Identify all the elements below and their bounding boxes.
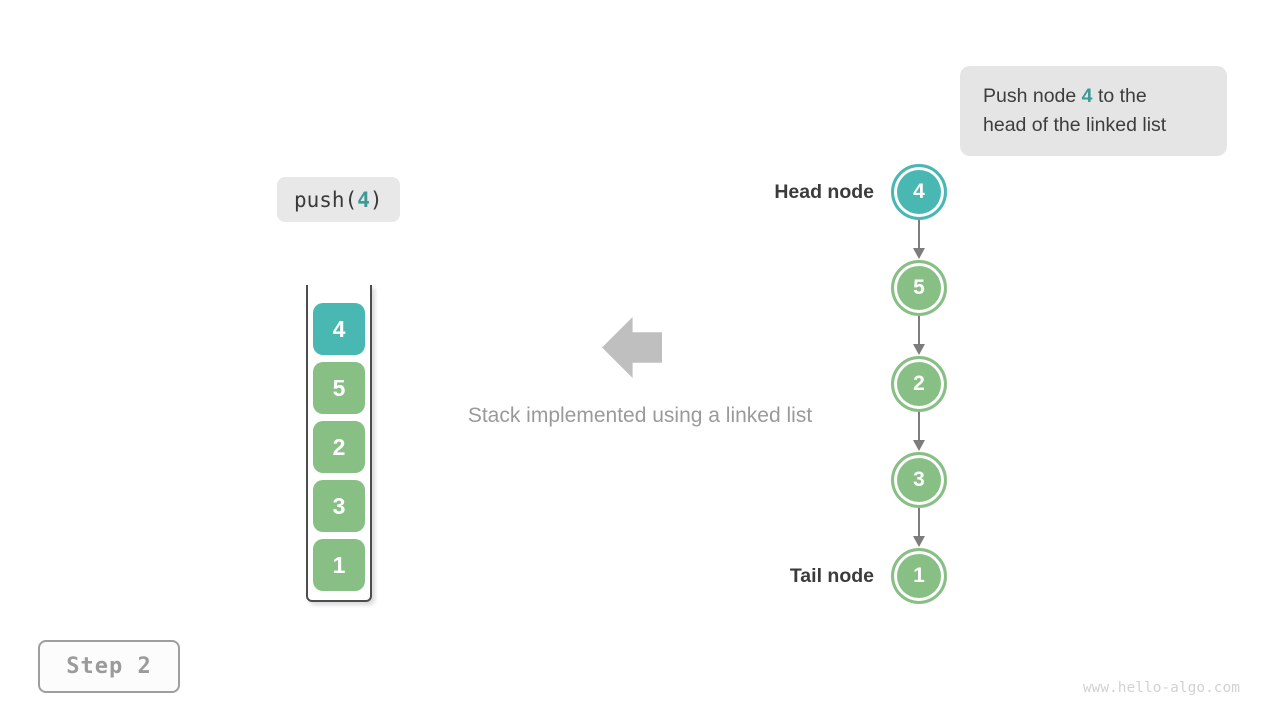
push-operation-label: push(4) (277, 177, 400, 222)
node-value: 5 (913, 276, 925, 299)
node-value: 4 (913, 180, 925, 203)
linked-list-node: 1 (891, 548, 947, 604)
stack-container: 4 5 2 3 1 (306, 285, 372, 602)
stack-block: 3 (313, 480, 365, 532)
arrow-down-icon (913, 412, 925, 452)
arrow-down-icon (913, 220, 925, 260)
linked-list-node: 2 (891, 356, 947, 412)
tail-node-label: Tail node (789, 565, 874, 587)
stack-block: 4 (313, 303, 365, 355)
node-value: 2 (913, 372, 925, 395)
stack-block-value: 5 (332, 374, 346, 401)
step-badge: Step 2 (38, 640, 180, 693)
linked-list-item: 4 (891, 164, 947, 260)
arrow-down-icon (913, 508, 925, 548)
diagram-caption: Stack implemented using a linked list (467, 404, 813, 427)
stack-block-value: 3 (332, 492, 346, 519)
highlighted-node-value: 4 (1081, 85, 1093, 107)
stack-block-value: 1 (332, 551, 346, 578)
linked-list-node: 3 (891, 452, 947, 508)
node-value: 3 (913, 468, 925, 491)
linked-list-item: 3 (891, 452, 947, 548)
linked-list: 4 5 2 3 (891, 164, 947, 604)
site-watermark: www.hello-algo.com (1082, 680, 1240, 696)
stack-block: 1 (313, 539, 365, 591)
linked-list-node: 5 (891, 260, 947, 316)
arrow-left-icon (602, 317, 662, 378)
stack-block-value: 4 (332, 315, 346, 342)
linked-list-item: 5 (891, 260, 947, 356)
stack-block: 2 (313, 421, 365, 473)
stack-block: 5 (313, 362, 365, 414)
head-node-label: Head node (774, 181, 874, 203)
push-argument: 4 (357, 187, 370, 212)
linked-list-item: 2 (891, 356, 947, 452)
arrow-down-icon (913, 316, 925, 356)
linked-list-item: 1 (891, 548, 947, 604)
linked-list-node: 4 (891, 164, 947, 220)
step-badge-label: Step 2 (66, 654, 152, 679)
node-value: 1 (913, 564, 925, 587)
stack-block-value: 2 (332, 433, 346, 460)
